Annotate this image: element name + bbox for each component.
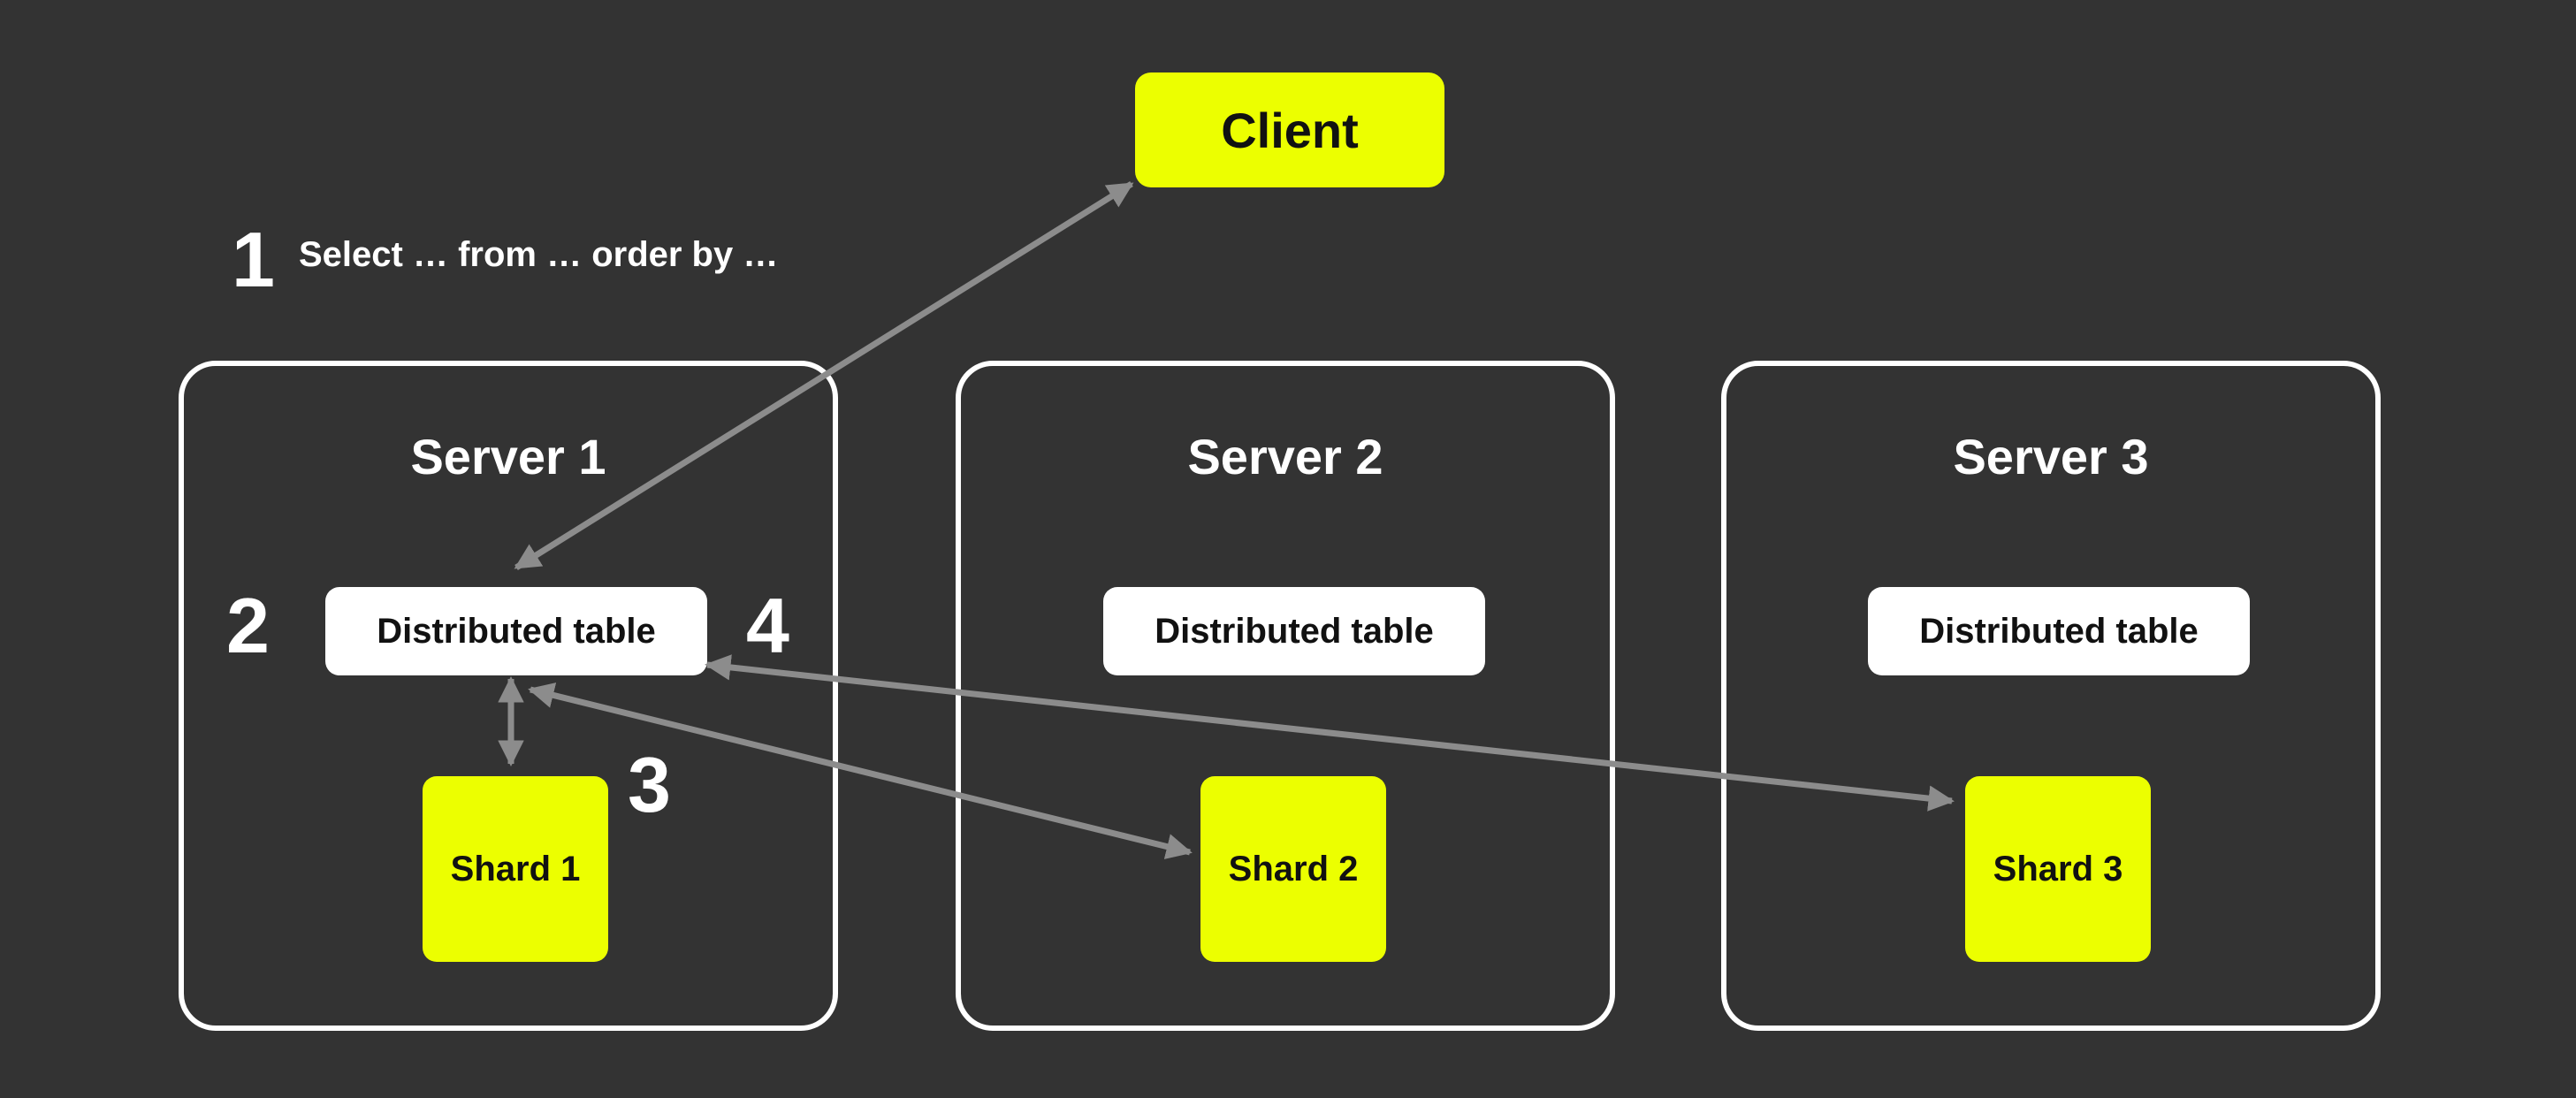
step-1-number: 1	[232, 216, 275, 303]
shard-2-label: Shard 2	[1228, 849, 1359, 888]
shard-1-box: Shard 1	[423, 776, 608, 962]
query-text: Select … from … order by …	[299, 235, 779, 274]
server-1-title: Server 1	[410, 429, 606, 484]
server-3-title: Server 3	[1953, 429, 2149, 484]
client-box: Client	[1135, 72, 1444, 187]
server-2-box: Server 2 Distributed table Shard 2	[956, 361, 1615, 1031]
step-2-number: 2	[226, 582, 270, 669]
server-2-distributed-table-label: Distributed table	[1155, 611, 1434, 651]
step-4-number: 4	[746, 582, 789, 669]
shard-3-label: Shard 3	[1993, 849, 2123, 888]
server-1-distributed-table: Distributed table	[325, 587, 707, 675]
shard-3-box: Shard 3	[1965, 776, 2151, 962]
server-3-box: Server 3 Distributed table Shard 3	[1721, 361, 2381, 1031]
shard-2-box: Shard 2	[1200, 776, 1386, 962]
step-3-number: 3	[628, 741, 671, 828]
client-label: Client	[1221, 102, 1359, 158]
server-1-distributed-table-label: Distributed table	[377, 611, 656, 651]
shard-1-label: Shard 1	[450, 849, 581, 888]
server-2-distributed-table: Distributed table	[1103, 587, 1485, 675]
server-3-distributed-table: Distributed table	[1868, 587, 2250, 675]
server-2-title: Server 2	[1187, 429, 1383, 484]
server-3-distributed-table-label: Distributed table	[1919, 611, 2199, 651]
server-1-box: Server 1 Distributed table Shard 1	[179, 361, 838, 1031]
